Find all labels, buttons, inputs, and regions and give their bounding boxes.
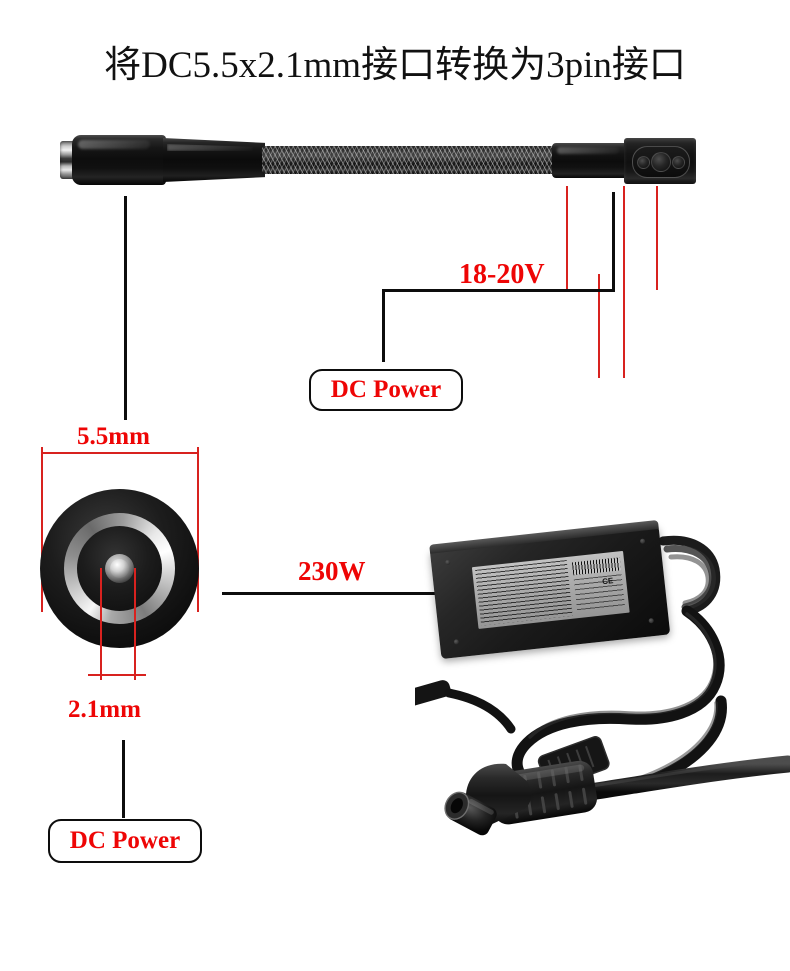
adapter-cable-illustration [0,0,790,220]
leader-line-red-connector-4 [656,186,658,290]
dimension-extension-inner-left [100,568,102,675]
spec-label-barcode [571,557,622,576]
braided-cable-highlight [262,150,560,155]
leader-line-black-wattage [222,592,444,595]
inner-diameter-label: 2.1mm [68,696,141,723]
female-jack-housing [72,135,166,185]
dc-power-badge-connector: DC Power [309,369,463,411]
dc-power-badge-jack: DC Power [48,819,202,863]
barrel-jack-center-pin [110,559,129,578]
leader-line-black-to-dc-power-box [382,289,385,362]
spec-label-text-block [475,560,573,626]
connector-pin-center [651,152,671,172]
dc-power-badge-connector-label: DC Power [330,376,442,403]
dimension-extension-outer-right [197,452,199,612]
brick-screw-top-left [444,559,451,566]
brick-screw-bottom-right [648,617,654,624]
brick-screw-bottom-left [453,639,460,645]
dc-power-badge-jack-label: DC Power [69,827,181,854]
power-adapter-spec-label: CE [471,550,630,629]
leader-line-black-jack-to-frontview [124,196,127,420]
leader-line-red-connector-1 [566,186,568,290]
outer-diameter-label: 5.5mm [77,423,150,450]
voltage-label: 18-20V [459,259,545,290]
brick-screw-top-right [639,538,646,544]
leader-line-red-connector-2 [598,274,600,378]
ce-mark-icon: CE [601,576,614,587]
leader-line-black-to-dc-power-badge [122,740,125,818]
right-angle-dc-plug-illustration [444,755,790,836]
dimension-tick-inner-right [134,669,136,680]
connector-pin-left [637,156,650,169]
female-jack-taper [163,138,265,182]
dimension-extension-inner-right [134,568,136,675]
wattage-label: 230W [298,556,366,586]
three-pin-connector-neck [552,143,630,178]
leader-line-black-connector-horizontal [382,289,615,292]
braided-cable-sleeve [262,146,560,174]
spec-label-cert-marks [573,574,626,614]
leader-line-red-connector-3 [623,186,625,378]
connector-pin-right [672,156,685,169]
leader-line-black-connector-vertical [612,192,615,291]
dimension-bracket-inner-horizontal [88,674,146,676]
page-title: 将DC5.5x2.1mm接口转换为3pin接口 [104,45,686,86]
dimension-bracket-outer-horizontal [41,452,199,454]
dimension-tick-inner-left [100,669,102,680]
dimension-extension-outer-left [41,452,43,612]
